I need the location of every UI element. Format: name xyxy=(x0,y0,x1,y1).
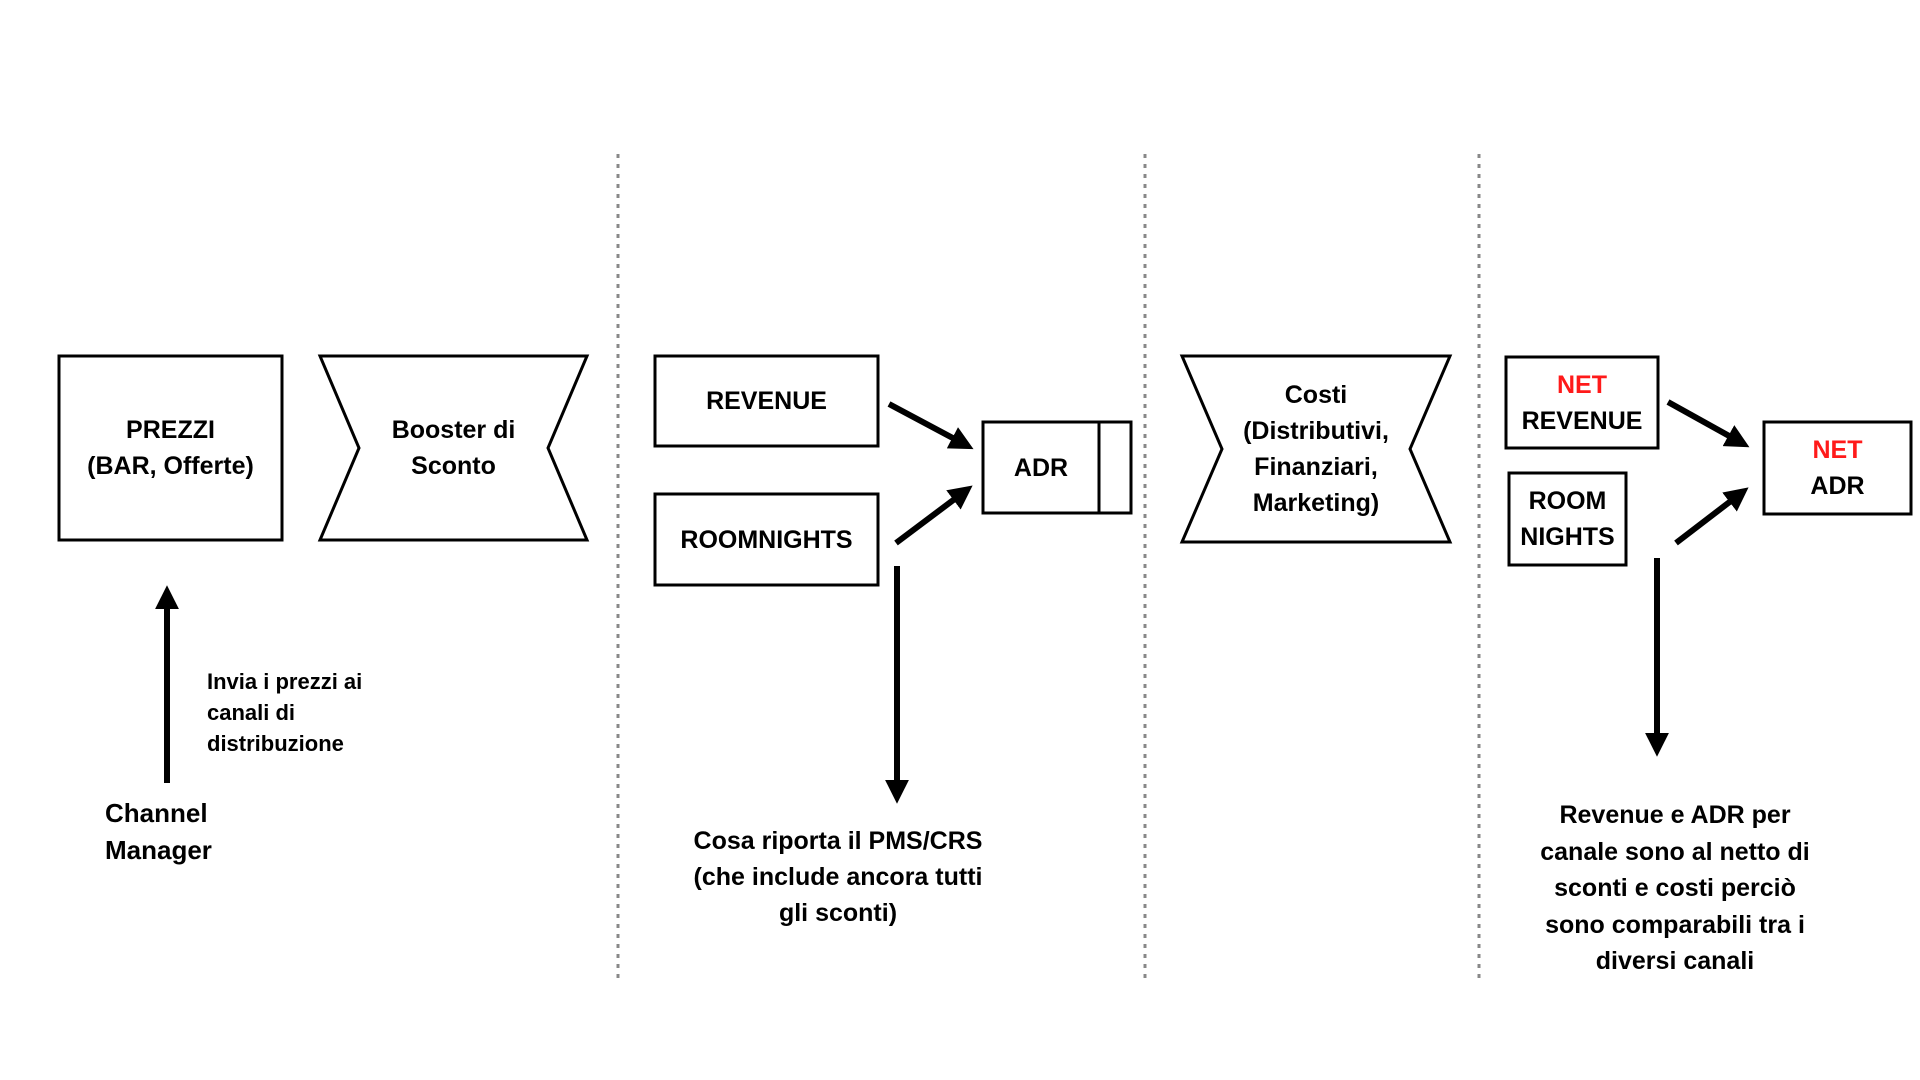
roomnights-label: ROOMNIGHTS xyxy=(680,525,853,554)
net-note: Revenue e ADR per canale sono al netto d… xyxy=(1475,797,1875,980)
pms-note-line3: gli sconti) xyxy=(778,899,898,927)
prezzi-line2: (BAR, Offerte) xyxy=(87,452,254,480)
costi-line1: Costi xyxy=(1284,381,1348,409)
pms-note-line2: (che include ancora tutti xyxy=(693,863,983,891)
room-nights-label: ROOM NIGHTS xyxy=(1509,473,1626,565)
net-adr-text: ADR xyxy=(1810,472,1865,500)
pms-note-line1: Cosa riporta il PMS/CRS xyxy=(693,827,983,855)
invia-line1: Invia i prezzi ai xyxy=(207,669,363,694)
adr-label: ADR xyxy=(1013,453,1069,482)
costi-line4: Marketing) xyxy=(1252,489,1380,517)
channel-manager-label: Channel Manager xyxy=(105,795,212,869)
invia-note: Invia i prezzi ai canali di distribuzion… xyxy=(207,666,362,759)
booster-line2: Sconto xyxy=(411,452,496,480)
revenue-box xyxy=(653,354,880,448)
room-nights-box xyxy=(1507,471,1628,567)
arrow-net-revenue-to-net-adr-icon xyxy=(1666,399,1750,448)
net-adr-net: NET xyxy=(1812,436,1863,464)
arrow-revenue-to-adr-icon xyxy=(887,401,974,450)
net-note-line4: sono comparabili tra i xyxy=(1545,910,1805,939)
costi-label: Costi (Distributivi, Finanziari, Marketi… xyxy=(1182,356,1450,542)
net-revenue-text: REVENUE xyxy=(1521,406,1643,435)
pms-note: Cosa riporta il PMS/CRS (che include anc… xyxy=(638,823,1038,931)
net-note-line2: canale sono al netto di xyxy=(1540,837,1810,866)
invia-line3: distribuzione xyxy=(207,731,344,756)
net-adr-label: NET ADR xyxy=(1764,422,1911,514)
booster-label: Booster di Sconto xyxy=(340,356,567,540)
arrow-roomnights-to-adr-icon xyxy=(894,485,973,546)
adr-box xyxy=(981,420,1133,515)
net-revenue-net: NET xyxy=(1557,370,1607,399)
net-revenue-label: NET REVENUE xyxy=(1506,357,1658,448)
net-note-line5: diversi canali xyxy=(1595,947,1755,975)
invia-line2: canali di xyxy=(207,700,296,725)
arrow-room-nights-to-net-adr-icon xyxy=(1674,487,1749,546)
channel-manager-line2: Manager xyxy=(105,835,212,865)
costi-line2: (Distributivi, xyxy=(1243,417,1389,445)
net-revenue-box xyxy=(1504,355,1660,450)
revenue-label: REVENUE xyxy=(706,387,827,415)
costi-line3: Finanziari, xyxy=(1254,453,1378,481)
prezzi-label: PREZZI (BAR, Offerte) xyxy=(59,356,282,540)
room-nights-line2: NIGHTS xyxy=(1520,523,1615,551)
section-dividers xyxy=(616,154,1481,978)
costi-shape xyxy=(1179,354,1453,544)
net-adr-box xyxy=(1762,420,1913,516)
net-note-line3: sconti e costi perciò xyxy=(1554,874,1796,902)
room-nights-line1: ROOM xyxy=(1528,487,1607,515)
net-note-line1: Revenue e ADR per xyxy=(1559,801,1791,829)
prezzi-box xyxy=(57,354,284,542)
channel-manager-line1: Channel xyxy=(105,798,208,828)
roomnights-box xyxy=(653,492,880,587)
booster-line1: Booster di xyxy=(391,416,516,444)
prezzi-line1: PREZZI xyxy=(126,416,215,444)
booster-shape xyxy=(317,354,590,542)
